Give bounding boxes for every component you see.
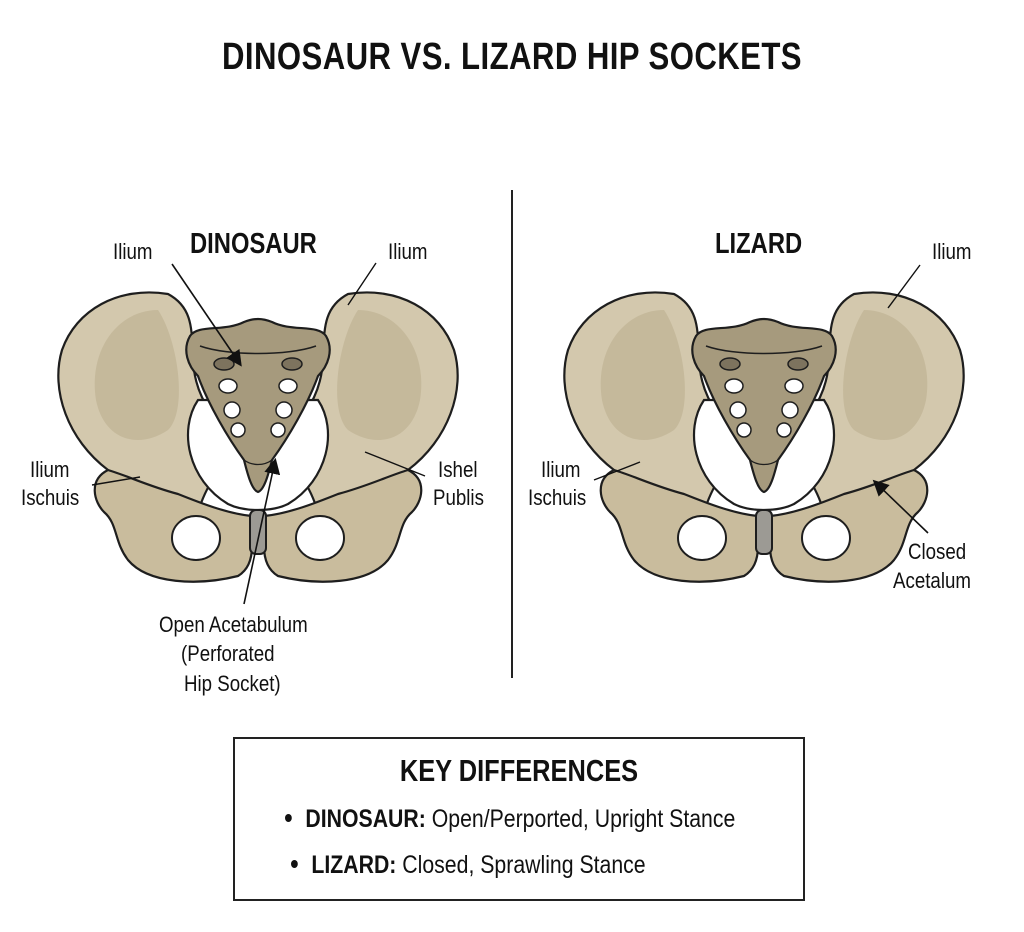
key-item-lizard: LIZARD: Closed, Sprawling Stance bbox=[291, 851, 646, 880]
key-item-description: Closed, Sprawling Stance bbox=[396, 851, 646, 879]
lizard-heading: LIZARD bbox=[715, 228, 803, 260]
key-item-dinosaur: DINOSAUR: Open/Perported, Upright Stance bbox=[285, 805, 735, 834]
dinosaur-label-publis: Publis bbox=[433, 485, 484, 510]
dinosaur-label-perforated: (Perforated bbox=[181, 641, 275, 666]
lizard-label-ilium-right: Ilium bbox=[932, 239, 972, 264]
key-differences-title: KEY DIFFERENCES bbox=[399, 753, 639, 788]
dinosaur-label-ilium-right: Ilium bbox=[388, 239, 428, 264]
dinosaur-heading: DINOSAUR bbox=[190, 228, 317, 260]
bullet-icon bbox=[291, 860, 298, 869]
panel-divider bbox=[511, 190, 513, 678]
page-title: DINOSAUR VS. LIZARD HIP SOCKETS bbox=[222, 36, 802, 78]
dinosaur-label-ishel: Ishel bbox=[438, 457, 478, 482]
key-item-term: DINOSAUR: bbox=[305, 805, 426, 833]
dinosaur-label-ischuis: Ischuis bbox=[21, 485, 80, 510]
dinosaur-label-hip-socket: Hip Socket) bbox=[184, 671, 281, 696]
lizard-label-closed: Closed bbox=[908, 539, 967, 564]
lizard-pelvis bbox=[563, 291, 965, 583]
lizard-label-ischuis: Ischuis bbox=[528, 485, 587, 510]
key-item-description: Open/Perported, Upright Stance bbox=[425, 805, 736, 833]
lizard-label-ilium-lower: Ilium bbox=[541, 457, 581, 482]
lizard-label-acetalum: Acetalum bbox=[893, 568, 971, 593]
bullet-icon bbox=[285, 814, 292, 823]
dinosaur-label-ilium-left: Ilium bbox=[113, 239, 153, 264]
dinosaur-label-ilium-lower: Ilium bbox=[30, 457, 70, 482]
dinosaur-label-open-acetabulum: Open Acetabulum bbox=[159, 612, 308, 637]
key-differences-box: KEY DIFFERENCES DINOSAUR: Open/Perported… bbox=[233, 737, 805, 901]
key-item-term: LIZARD: bbox=[311, 851, 397, 879]
